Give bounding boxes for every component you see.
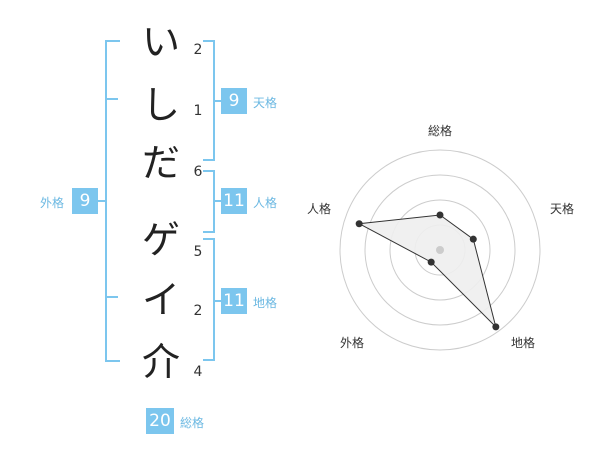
- radar-center-dot: [436, 246, 444, 254]
- soukaku-value-badge: 20: [146, 408, 174, 434]
- chikaku-value-badge: 11: [221, 288, 247, 314]
- radar-point: [492, 323, 500, 331]
- name-char-4: ゲ: [141, 218, 180, 262]
- radar-axis-label-gaikaku: 外格: [340, 335, 364, 350]
- radar-axis-label-tenkaku: 天格: [550, 201, 574, 216]
- chikaku-label: 地格: [253, 296, 278, 310]
- stroke-count-2: 1: [193, 103, 203, 119]
- radar-ring: [364, 174, 516, 326]
- radar-point: [427, 258, 435, 266]
- stroke-count-6: 4: [193, 364, 203, 380]
- radar-point: [469, 235, 477, 243]
- name-char-5: イ: [141, 278, 180, 322]
- gaikaku-label: 外格: [40, 196, 65, 210]
- chikaku-bracket: [203, 238, 215, 361]
- soukaku-label: 総格: [180, 416, 205, 430]
- radar-rings: [339, 149, 541, 351]
- name-char-6: 介: [141, 340, 180, 384]
- radar-point: [355, 220, 363, 228]
- tenkaku-label: 天格: [253, 96, 278, 110]
- name-char-2: し: [141, 83, 180, 127]
- outer-bracket-tick-top: [105, 98, 118, 100]
- name-char-3: だ: [141, 141, 180, 185]
- tenkaku-connector: [213, 100, 221, 102]
- radar-axis-label-jinkaku: 人格: [307, 201, 331, 216]
- jinkaku-value-badge: 11: [221, 188, 247, 214]
- outer-bracket-connector: [97, 200, 107, 202]
- chikaku-connector: [213, 300, 221, 302]
- tenkaku-value-badge: 9: [221, 88, 247, 114]
- radar-axis-label-soukaku: 総格: [428, 123, 452, 138]
- name-char-1: い: [141, 20, 180, 64]
- outer-bracket-tick-bottom: [105, 296, 118, 298]
- stroke-count-3: 6: [193, 164, 203, 180]
- radar-ring: [389, 199, 491, 301]
- jinkaku-connector: [213, 200, 221, 202]
- stroke-count-5: 2: [193, 303, 203, 319]
- stroke-count-4: 5: [193, 244, 203, 260]
- gaikaku-value-badge: 9: [72, 188, 98, 214]
- radar-axis-label-chikaku: 地格: [511, 335, 535, 350]
- radar-data-polygon: [357, 214, 497, 329]
- stroke-count-1: 2: [193, 42, 203, 58]
- radar-point: [436, 211, 444, 219]
- jinkaku-label: 人格: [253, 196, 278, 210]
- radar-points: [355, 211, 500, 331]
- radar-ring: [339, 149, 541, 351]
